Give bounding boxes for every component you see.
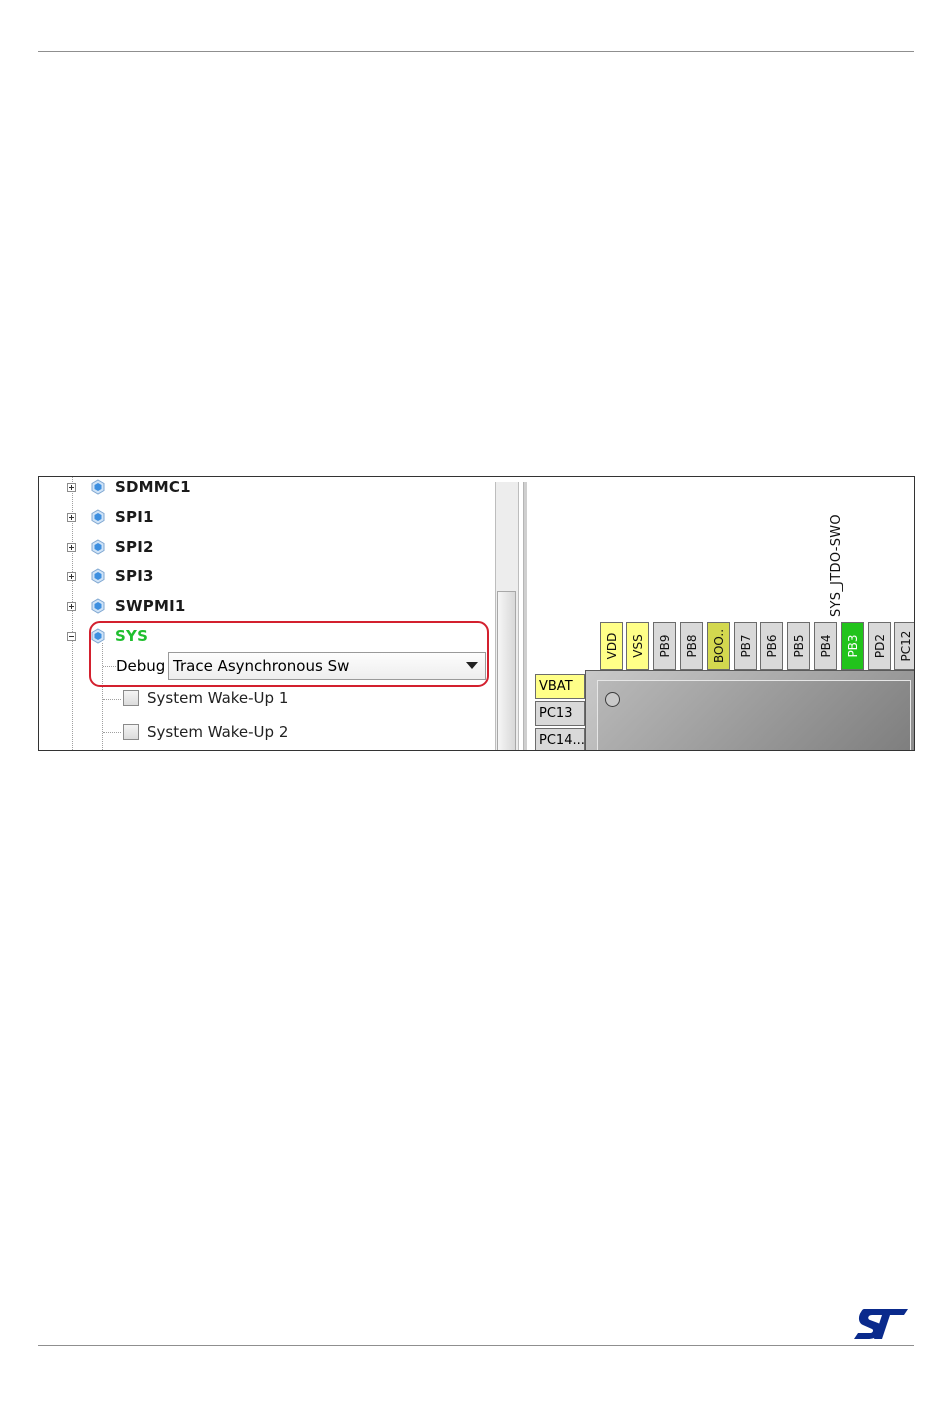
pin-vss[interactable]: VSS <box>626 622 649 670</box>
tree-item-spi2[interactable]: SPI2 <box>67 534 154 560</box>
expand-icon[interactable] <box>67 483 76 492</box>
pin-pb7[interactable]: PB7 <box>734 622 757 670</box>
scroll-thumb[interactable] <box>497 591 516 751</box>
wakeup2-checkbox[interactable] <box>123 724 139 740</box>
peripheral-tree: SDMMC1 SPI1 SPI2 SPI3 SWPMI1 SYS <box>39 477 495 750</box>
pin-label: PC13 <box>539 706 572 721</box>
tree-item-sdmmc1[interactable]: SDMMC1 <box>67 477 191 500</box>
pin-label: VBAT <box>539 679 573 694</box>
footer-rule <box>38 1345 914 1346</box>
tree-item-label: SDMMC1 <box>115 478 191 496</box>
peripheral-cube-icon <box>90 509 106 525</box>
tree-item-label: SPI1 <box>115 508 154 526</box>
pin-label: PB5 <box>792 634 806 657</box>
pin-pb5[interactable]: PB5 <box>787 622 810 670</box>
tree-item-label: SPI2 <box>115 538 154 556</box>
peripheral-cube-icon <box>90 568 106 584</box>
wakeup2-label: System Wake-Up 2 <box>147 723 288 741</box>
pin-vdd[interactable]: VDD <box>600 622 623 670</box>
tree-item-spi1[interactable]: SPI1 <box>67 504 154 530</box>
wakeup2-option[interactable]: System Wake-Up 2 <box>123 719 288 745</box>
header-rule <box>38 51 914 52</box>
expand-icon[interactable] <box>67 513 76 522</box>
expand-icon[interactable] <box>67 602 76 611</box>
wakeup1-label: System Wake-Up 1 <box>147 689 288 707</box>
tree-item-label: SPI3 <box>115 567 154 585</box>
tree-item-label: SWPMI1 <box>115 597 186 615</box>
pin-pc14[interactable]: PC14... <box>535 728 585 750</box>
pin-label: PC12 <box>899 631 913 662</box>
pin-pc12[interactable]: PC12 <box>894 622 914 670</box>
pin-label: PB3 <box>846 634 860 657</box>
mcu-die <box>597 680 911 750</box>
tree-guide-line <box>103 699 121 700</box>
tree-guide-line <box>103 732 121 733</box>
peripheral-cube-icon <box>90 539 106 555</box>
expand-icon[interactable] <box>67 572 76 581</box>
pin-label: VDD <box>605 633 619 660</box>
tree-item-spi3[interactable]: SPI3 <box>67 563 154 589</box>
pin-label: PC14... <box>539 733 585 748</box>
pin-label: PB6 <box>765 634 779 657</box>
pin-label: PB4 <box>819 634 833 657</box>
pin-pb6[interactable]: PB6 <box>760 622 783 670</box>
pin-label: PB9 <box>658 634 672 657</box>
st-logo <box>852 1306 910 1342</box>
pb3-signal-label: SYS_JTDO-SWO <box>829 514 844 617</box>
pin-boot0[interactable]: BOO.. <box>707 622 730 670</box>
pin-pb9[interactable]: PB9 <box>653 622 676 670</box>
chip-pinout-view: SYS_JTDO-SWO VDD VSS PB9 PB8 BOO.. PB7 P… <box>527 477 914 750</box>
pin-vbat[interactable]: VBAT <box>535 674 585 699</box>
pin-pb8[interactable]: PB8 <box>680 622 703 670</box>
pin-pb4[interactable]: PB4 <box>814 622 837 670</box>
pin-label: VSS <box>631 634 645 657</box>
pin-label: PB7 <box>739 634 753 657</box>
wakeup1-checkbox[interactable] <box>123 690 139 706</box>
peripheral-cube-icon <box>90 479 106 495</box>
pin-label: PB8 <box>685 634 699 657</box>
expand-icon[interactable] <box>67 543 76 552</box>
mcu-package <box>585 670 914 750</box>
pin-pc13[interactable]: PC13 <box>535 701 585 726</box>
tree-item-swpmi1[interactable]: SWPMI1 <box>67 593 186 619</box>
pin-label: PD2 <box>873 634 887 658</box>
highlight-box <box>89 621 489 687</box>
wakeup1-option[interactable]: System Wake-Up 1 <box>123 685 288 711</box>
peripheral-cube-icon <box>90 598 106 614</box>
pin-pd2[interactable]: PD2 <box>868 622 891 670</box>
pin-label: BOO.. <box>712 629 726 663</box>
tree-scrollbar[interactable] <box>495 482 519 750</box>
collapse-icon[interactable] <box>67 632 76 641</box>
pin1-marker <box>605 692 620 707</box>
pin-pb3[interactable]: PB3 <box>841 622 864 670</box>
cubemx-screenshot: SDMMC1 SPI1 SPI2 SPI3 SWPMI1 SYS <box>38 476 915 751</box>
